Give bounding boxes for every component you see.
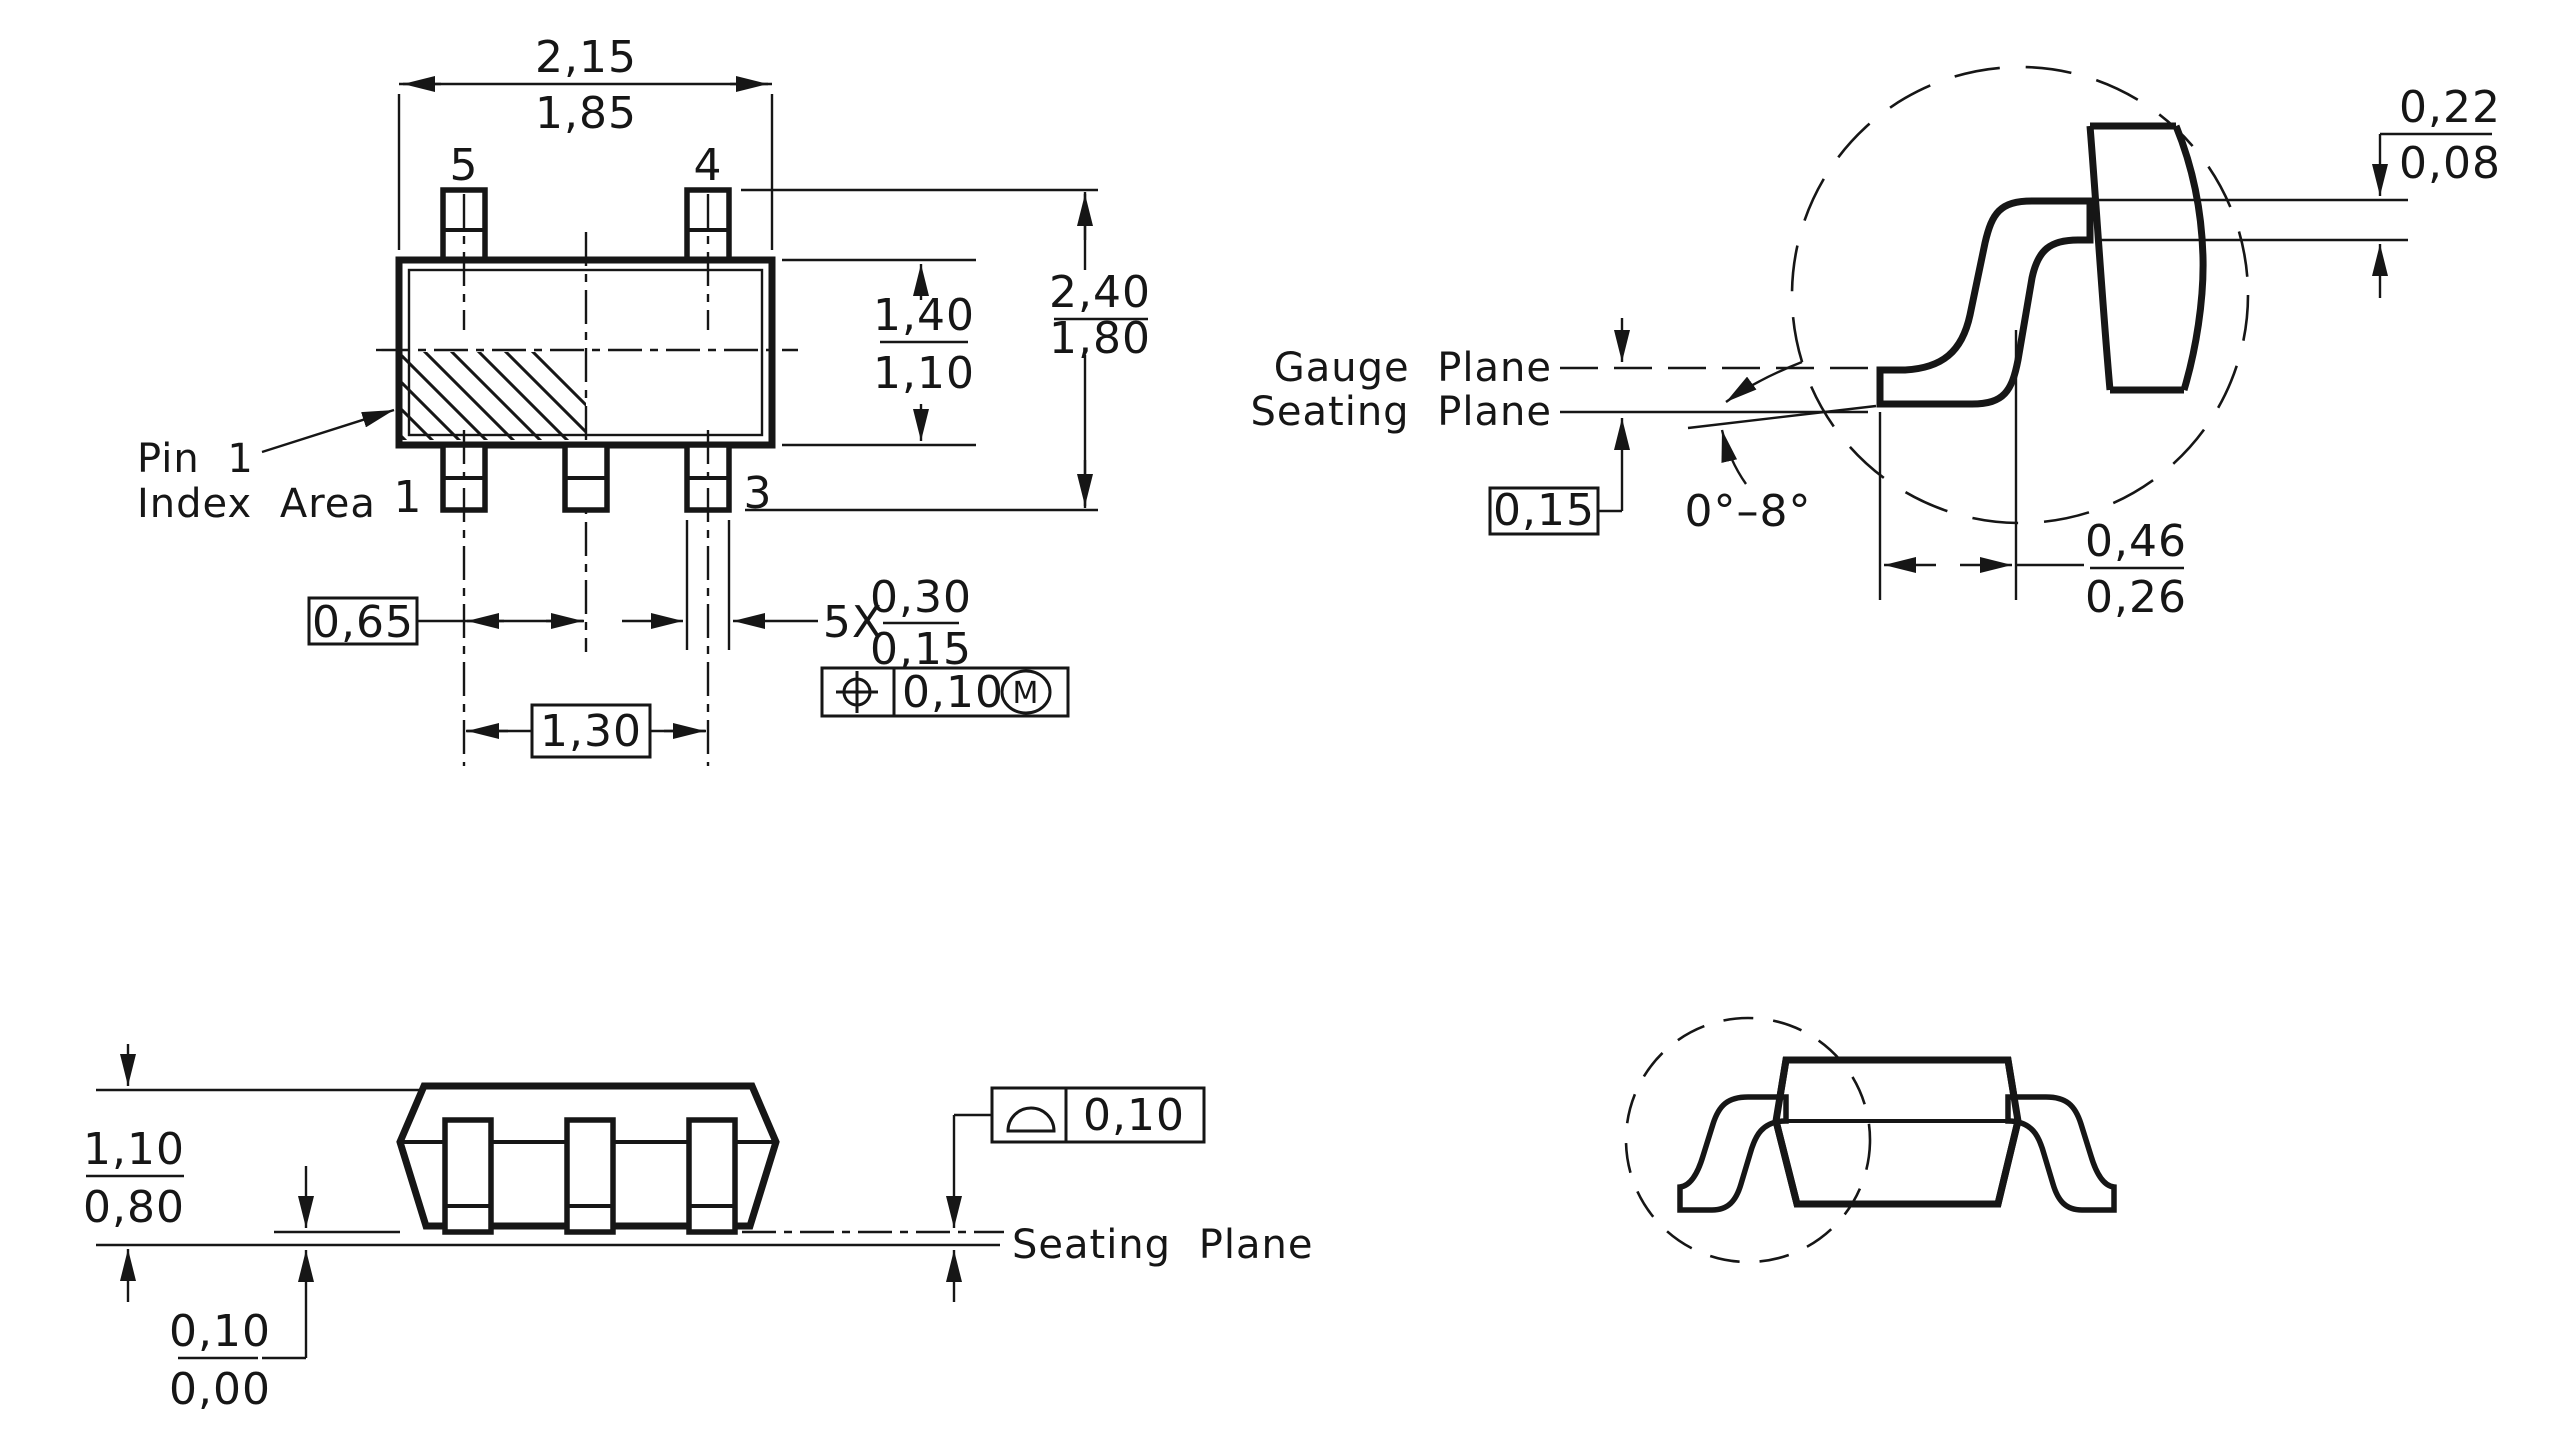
mmc-modifier-circle-icon <box>1000 669 1052 715</box>
flatness-icon <box>1006 1106 1056 1133</box>
foot-angle-line <box>1687 404 1877 430</box>
lead-profile <box>1876 197 2094 408</box>
dim-gauge-offset: 0,15 <box>1493 485 1595 536</box>
position-tolerance-value: 0,10 <box>902 667 1004 718</box>
dim-height-min: 0,80 <box>83 1182 185 1233</box>
dim-overall-min: 1,80 <box>1049 313 1151 364</box>
dim-box-pitch <box>307 596 419 646</box>
detail-reference-circle <box>1624 1016 1872 1264</box>
pin1-index-hatch <box>401 352 586 440</box>
body-edge-profile <box>2086 122 2207 394</box>
position-tolerance-frame: 0,10 M <box>820 666 1070 718</box>
flatness-value: 0,10 <box>1083 1090 1185 1141</box>
dim-foot-min: 0,26 <box>2085 572 2187 623</box>
dim-width-min: 1,85 <box>535 88 637 139</box>
dim-standoff-max: 0,10 <box>169 1306 271 1357</box>
lead-detail-view: Gauge Plane Seating Plane 0,22 0,08 0,15… <box>1251 65 2501 623</box>
gull-wing-lead-left <box>1677 1094 1789 1213</box>
pin1-note-line1: Pin 1 <box>137 436 254 482</box>
dim-standoff-min: 0,00 <box>169 1364 271 1415</box>
angle-arrow-upper-icon <box>1725 360 1803 403</box>
flatness-tolerance-frame: 0,10 <box>990 1086 1206 1144</box>
dim-body-max: 1,40 <box>873 290 975 341</box>
dim-lead-width-max: 0,30 <box>870 572 972 623</box>
angle-arrow-lower-icon <box>1720 429 1747 485</box>
perspective-view <box>1624 1016 2117 1264</box>
position-tolerance-icon <box>836 671 878 713</box>
pin1-leader-arrow-icon <box>261 408 395 454</box>
dim-body-min: 1,10 <box>873 348 975 399</box>
lead-side-1 <box>442 1117 494 1235</box>
dim-width-max: 2,15 <box>535 32 637 83</box>
dim-foot-max: 0,46 <box>2085 516 2187 567</box>
pin-number-4: 4 <box>694 140 723 191</box>
seating-plane-label: Seating Plane <box>1251 389 1552 435</box>
lead-side-2 <box>564 1117 616 1235</box>
top-view: 2,15 1,85 5 4 <box>137 32 1151 766</box>
dim-box-span <box>530 703 652 759</box>
gauge-plane-label: Gauge Plane <box>1274 345 1552 391</box>
lead-count: 5X <box>823 597 883 648</box>
detail-circle <box>1790 65 2250 525</box>
dim-pitch: 0,65 <box>312 597 414 648</box>
dim-thickness-max: 0,22 <box>2399 82 2501 133</box>
body-outline <box>1772 1056 2022 1208</box>
pin-number-5: 5 <box>450 140 479 191</box>
gull-wing-lead-right <box>2005 1094 2117 1213</box>
dim-overall-max: 2,40 <box>1049 267 1151 318</box>
angle-range: 0°–8° <box>1685 486 1812 537</box>
pin-number-1: 1 <box>394 472 423 523</box>
dim-span: 1,30 <box>540 706 642 757</box>
lead-side-3 <box>686 1117 738 1235</box>
seating-plane-label: Seating Plane <box>1012 1222 1313 1268</box>
mmc-modifier: M <box>1013 676 1040 711</box>
side-view: 1,10 0,80 0,10 0,00 0,10 Seating Plane <box>83 1044 1313 1415</box>
dim-box-gauge-offset <box>1488 486 1600 536</box>
dim-thickness-min: 0,08 <box>2399 138 2501 189</box>
pin1-note-line2: Index Area <box>137 481 376 527</box>
dim-height-max: 1,10 <box>83 1124 185 1175</box>
pin-number-3: 3 <box>744 468 773 519</box>
